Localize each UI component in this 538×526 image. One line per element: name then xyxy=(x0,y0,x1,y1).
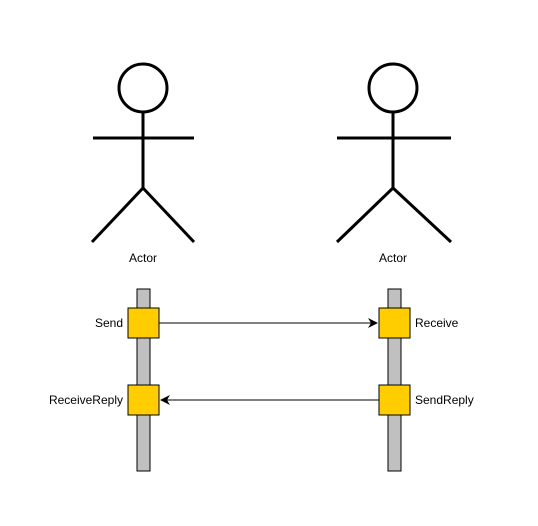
activation-receive-reply[interactable] xyxy=(127,384,160,416)
send-label: Send xyxy=(95,316,123,330)
receive-reply-label: ReceiveReply xyxy=(49,393,123,407)
actor-left-leg-right xyxy=(141,186,196,244)
actor-left-head xyxy=(117,62,169,114)
actor-left-leg-left xyxy=(90,186,145,244)
actor-right-leg-right xyxy=(391,186,453,244)
actor-right-label: Actor xyxy=(379,251,407,265)
activation-receive[interactable] xyxy=(378,307,411,339)
actor-right-leg-left xyxy=(335,186,395,244)
actor-left[interactable]: Actor xyxy=(90,62,196,265)
activation-send-reply[interactable] xyxy=(378,384,411,416)
actor-left-label: Actor xyxy=(129,251,157,265)
send-reply-label: SendReply xyxy=(415,393,474,407)
activation-send[interactable] xyxy=(127,307,160,339)
receive-label: Receive xyxy=(415,316,459,330)
actor-right-head xyxy=(367,62,419,114)
actor-right[interactable]: Actor xyxy=(335,62,453,265)
